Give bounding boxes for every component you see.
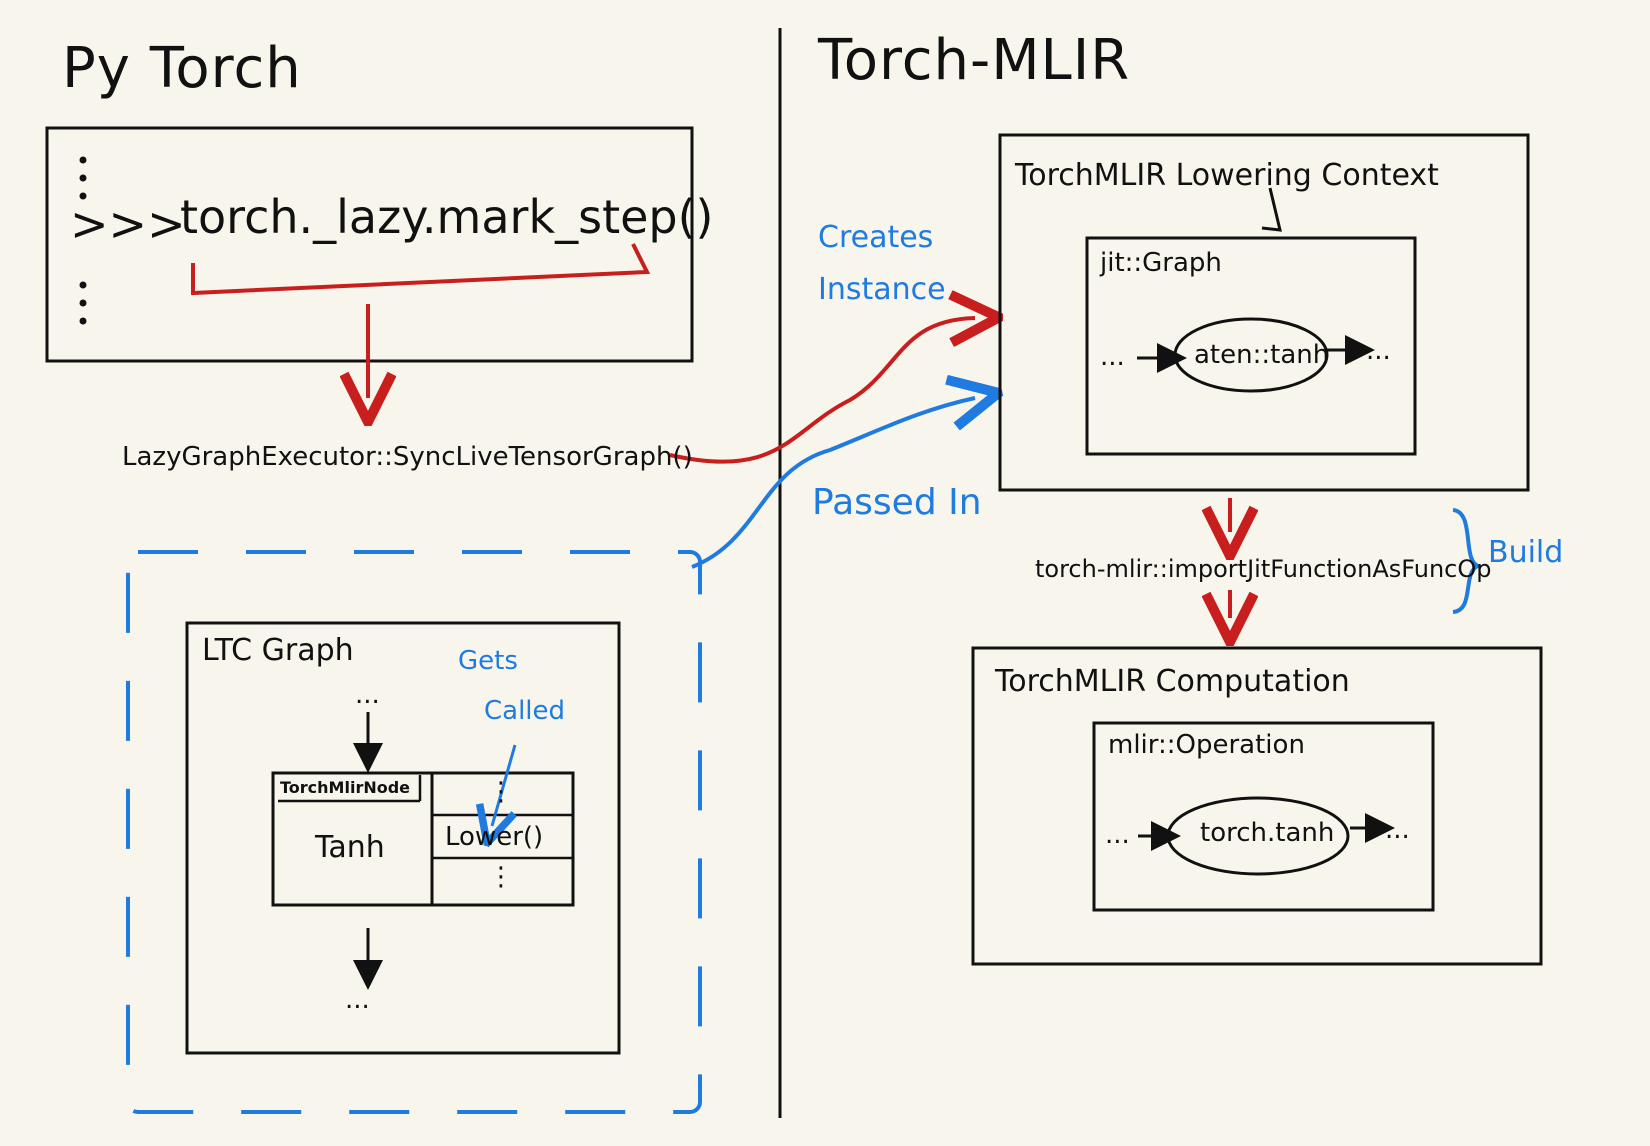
method-dots-bottom: ⋮ bbox=[488, 862, 514, 892]
code-dots bbox=[79, 156, 87, 325]
lowering-context-title: TorchMLIR Lowering Context bbox=[1015, 158, 1439, 193]
method-dots-top: ⋮ bbox=[488, 777, 514, 807]
build-brace bbox=[1452, 508, 1484, 614]
jit-graph-box bbox=[1085, 236, 1417, 456]
ltc-ellipsis-top: ... bbox=[355, 680, 380, 710]
import-call: torch-mlir::importJitFunctionAsFuncOp bbox=[1035, 555, 1492, 583]
node-header: TorchMlirNode bbox=[280, 778, 411, 797]
mlir-left-ellipsis: ... bbox=[1105, 820, 1130, 850]
computation-box bbox=[971, 646, 1543, 966]
creates-label: Creates bbox=[818, 220, 934, 255]
ltc-ellipsis-bottom: ... bbox=[345, 985, 370, 1015]
code-prompt: >>> bbox=[70, 197, 186, 251]
gets-called-arrow bbox=[492, 744, 515, 826]
called-label: Called bbox=[484, 696, 566, 726]
jit-graph-title: jit::Graph bbox=[1100, 248, 1222, 278]
executor-call: LazyGraphExecutor::SyncLiveTensorGraph() bbox=[122, 442, 693, 472]
gets-label: Gets bbox=[458, 646, 518, 676]
passed-in-label: Passed In bbox=[812, 482, 982, 523]
torch-mlir-title: Torch-MLIR bbox=[818, 28, 1131, 93]
torch-tanh-label: torch.tanh bbox=[1200, 818, 1335, 848]
creates-instance-arrow bbox=[669, 318, 975, 464]
ltc-graph-title: LTC Graph bbox=[202, 633, 354, 668]
torch-mlir-node-box bbox=[271, 771, 575, 907]
mlir-operation-box bbox=[1092, 721, 1435, 912]
ltc-graph-dashed-outline bbox=[126, 550, 702, 1114]
lowering-context-hook bbox=[1261, 187, 1282, 232]
jit-left-ellipsis: ... bbox=[1100, 342, 1125, 372]
red-bracket bbox=[191, 243, 651, 296]
mlir-operation-title: mlir::Operation bbox=[1108, 730, 1305, 760]
aten-tanh-label: aten::tanh bbox=[1194, 340, 1330, 370]
node-name: Tanh bbox=[315, 830, 385, 865]
pytorch-title: Py Torch bbox=[62, 36, 302, 101]
method-lower: Lower() bbox=[445, 822, 544, 852]
ltc-graph-box bbox=[185, 621, 621, 1055]
code-mark-step: torch._lazy.mark_step() bbox=[180, 190, 714, 244]
passed-in-arrow bbox=[691, 398, 975, 569]
build-label: Build bbox=[1488, 535, 1564, 570]
mlir-right-ellipsis: ... bbox=[1385, 815, 1410, 845]
lowering-context-box bbox=[998, 133, 1530, 492]
computation-title: TorchMLIR Computation bbox=[995, 664, 1350, 699]
jit-right-ellipsis: ... bbox=[1366, 336, 1391, 366]
instance-label: Instance bbox=[818, 272, 946, 307]
